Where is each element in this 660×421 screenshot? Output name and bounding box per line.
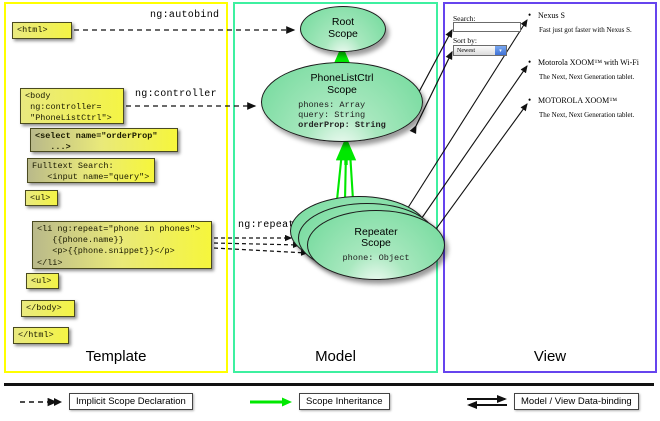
panel-label-template: Template (85, 348, 147, 365)
list-item-name[interactable]: MOTOROLA XOOM™ (528, 95, 634, 105)
code-box-fulltext-search: Fulltext Search: <input name="query"> (27, 158, 155, 183)
legend-model-view-data-binding: Model / View Data-binding (465, 393, 639, 410)
legend-label: Model / View Data-binding (514, 393, 639, 410)
repeater-scope: Repeater Scope phone: Object (307, 210, 445, 280)
panel-label-view: View (533, 348, 567, 365)
green-arrow-icon (250, 397, 292, 406)
list-item[interactable]: MOTOROLA XOOM™ The Next, Next Generation… (528, 95, 635, 119)
legend-divider (4, 383, 654, 386)
scope-prop-phone: phone: Object (342, 253, 410, 263)
code-box-select-orderprop: <select name="orderProp" ...> (30, 128, 178, 152)
code-box-body-close-tag: </body> (21, 300, 75, 317)
phonelistctrl-scope-title-line1: PhoneListCtrl (310, 72, 374, 85)
panel-template: Template (4, 2, 228, 373)
code-box-html-open-tag: <html> (12, 22, 72, 39)
list-item[interactable]: Motorola XOOM™ with Wi-Fi The Next, Next… (528, 57, 639, 81)
list-item[interactable]: Nexus S Fast just got faster with Nexus … (528, 10, 632, 34)
list-item-snippet: The Next, Next Generation tablet. (539, 111, 635, 119)
scope-prop-phones: phones: Array (298, 99, 366, 110)
legend-label: Scope Inheritance (299, 393, 390, 410)
sort-by-selected-value: Newest (457, 47, 475, 54)
list-item-name[interactable]: Motorola XOOM™ with Wi-Fi (528, 57, 639, 67)
list-item-name[interactable]: Nexus S (528, 10, 632, 20)
search-input[interactable] (453, 22, 521, 32)
legend-label: Implicit Scope Declaration (69, 393, 193, 410)
list-item-snippet: Fast just got faster with Nexus S. (539, 26, 632, 34)
double-arrow-icon (467, 394, 507, 409)
code-box-ul-open-tag: <ul> (25, 190, 58, 206)
legend-implicit-scope-declaration: Implicit Scope Declaration (20, 393, 193, 410)
sort-by-label: Sort by: (453, 36, 477, 45)
scope-prop-query: query: String (298, 110, 366, 120)
code-box-ul-close-tag: <ul> (26, 273, 59, 289)
dashed-arrow-icon (20, 397, 62, 406)
phonelistctrl-scope-title-line2: Scope (327, 83, 357, 96)
phonelistctrl-scope-props: phones: Array query: String orderProp: S… (298, 100, 386, 131)
search-label: Search: (453, 14, 476, 23)
edge-label-repeat: ng:repeat (238, 220, 295, 231)
root-scope-title-line1: Root (331, 16, 355, 29)
legend-scope-inheritance: Scope Inheritance (250, 393, 390, 410)
panel-model: Model (233, 2, 438, 373)
list-item-snippet: The Next, Next Generation tablet. (539, 73, 635, 81)
sort-by-select[interactable]: Newest ▾ (453, 45, 507, 56)
code-box-html-close-tag: </html> (13, 327, 69, 344)
repeater-scope-props: phone: Object (342, 253, 409, 263)
code-box-body-controller: <body ng:controller= "PhoneListCtrl"> (20, 88, 124, 124)
phonelistctrl-scope: PhoneListCtrl Scope phones: Array query:… (261, 62, 423, 142)
scope-prop-orderprop: orderProp: String (298, 120, 386, 131)
code-box-li-ng-repeat: <li ng:repeat="phone in phones"> {{phone… (32, 221, 212, 269)
chevron-down-icon: ▾ (495, 46, 506, 55)
edge-label-autobind: ng:autobind (150, 10, 220, 21)
edge-label-controller: ng:controller (135, 89, 217, 100)
root-scope: Root Scope (300, 6, 386, 52)
repeater-scope-title-line2: Scope (361, 237, 391, 250)
panel-label-model: Model (315, 348, 356, 365)
repeater-scope-title-line1: Repeater (354, 225, 398, 238)
root-scope-title-line2: Scope (328, 28, 358, 40)
